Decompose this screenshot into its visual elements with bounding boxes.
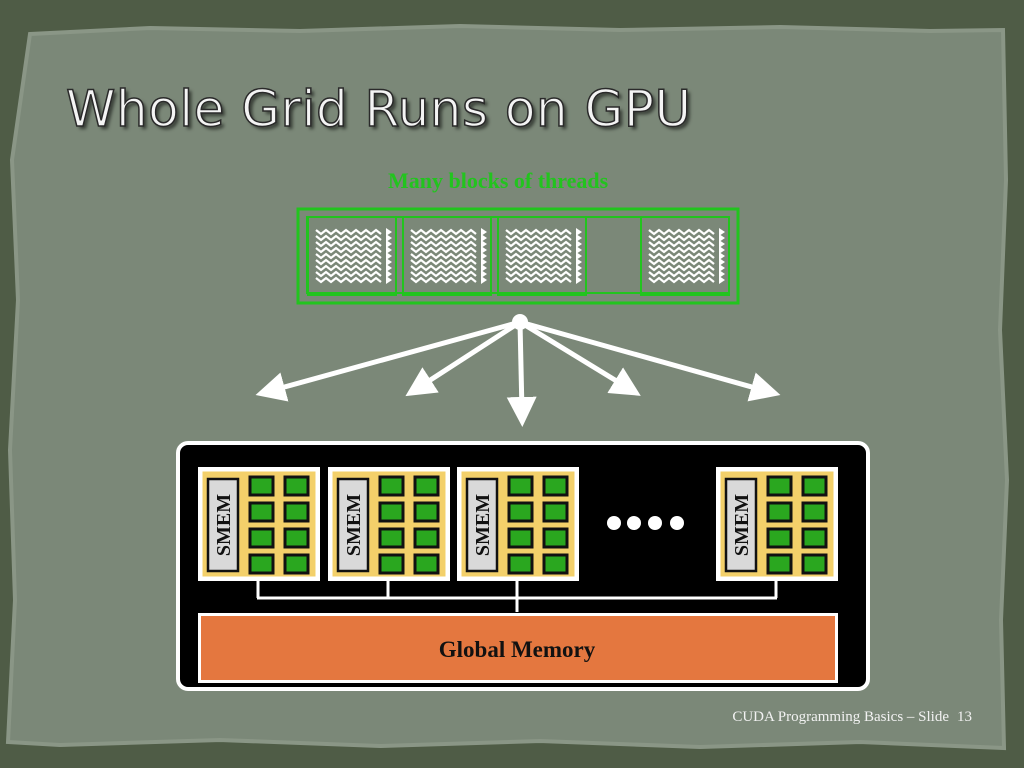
slide-title: Whole Grid Runs on GPU xyxy=(65,79,692,139)
thread-block xyxy=(497,216,587,296)
thread-block xyxy=(307,216,397,296)
thread-block-grid xyxy=(296,207,740,305)
smem-label: SMEM xyxy=(213,494,235,556)
slide-number: 13 xyxy=(957,709,972,725)
arrow xyxy=(519,319,781,402)
gpu-chip: SMEM SMEM SMEM SMEM Global Memory xyxy=(176,441,870,691)
smem-label: SMEM xyxy=(731,494,753,556)
arrow xyxy=(405,319,522,397)
arrow xyxy=(255,319,521,402)
smem-label: SMEM xyxy=(472,494,494,556)
thread-block xyxy=(640,216,730,296)
distribution-arrows xyxy=(255,314,781,427)
arrow xyxy=(518,319,641,396)
thread-block xyxy=(402,216,492,296)
smem-label: SMEM xyxy=(343,494,365,556)
arrow xyxy=(506,321,537,427)
more-multiprocessors-ellipsis xyxy=(607,516,684,530)
blocks-caption: Many blocks of threads xyxy=(388,168,609,193)
footer-text: CUDA Programming Basics – Slide xyxy=(732,709,949,725)
multiprocessor: SMEM xyxy=(714,465,840,583)
multiprocessor: SMEM xyxy=(326,465,452,583)
global-memory: Global Memory xyxy=(198,613,838,683)
memory-bus xyxy=(256,580,778,612)
multiprocessor: SMEM xyxy=(196,465,322,583)
slide-footer: CUDA Programming Basics – Slide 13 xyxy=(732,709,972,726)
multiprocessor: SMEM xyxy=(455,465,581,583)
global-memory-label: Global Memory xyxy=(439,637,596,662)
